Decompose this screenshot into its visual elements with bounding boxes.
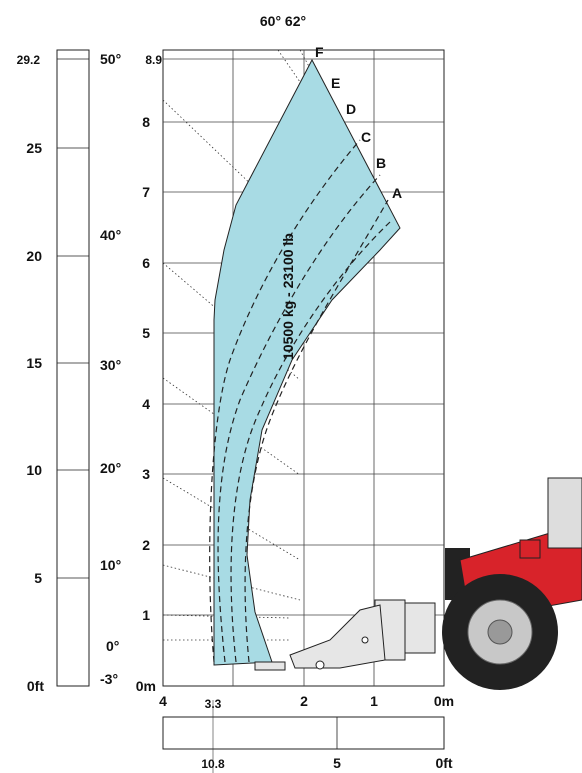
load-capacity-label: 10500 kg - 23100 lb: [280, 233, 296, 360]
ft-tick-15: 15: [26, 355, 42, 371]
y-tick-1: 1: [142, 607, 150, 623]
boom-point-b: B: [376, 155, 386, 171]
angle-tick-30: 30°: [100, 357, 121, 373]
ft-tick-0: 0ft: [27, 678, 44, 694]
angle-ticks: -3° 0° 10° 20° 30° 40° 50°: [100, 51, 121, 687]
y-tick-3: 3: [142, 466, 150, 482]
angle-tick-neg3: -3°: [100, 671, 118, 687]
main-chart-frame: [162, 49, 445, 687]
angle-tick-10: 10°: [100, 557, 121, 573]
telehandler-illustration: [442, 477, 582, 690]
load-envelope: [213, 58, 401, 666]
y-tick-8: 8: [142, 114, 150, 130]
ft-x-tick-0: 0ft: [435, 755, 452, 771]
x-tick-0m: 0m: [434, 693, 454, 709]
y-axis-m-ticks: 0m 1 2 3 4 5 6 7 8 8.9: [136, 53, 163, 694]
top-angle-label: 60° 62°: [260, 13, 306, 29]
y-tick-5: 5: [142, 325, 150, 341]
angle-tick-40: 40°: [100, 227, 121, 243]
ft-scale-column: [56, 49, 90, 687]
angle-tick-0: 0°: [106, 638, 119, 654]
y-tick-8-9: 8.9: [145, 53, 162, 67]
fork-carriage-illustration: [254, 599, 436, 671]
ft-x-tick-10-8: 10.8: [201, 757, 225, 771]
boom-point-a: A: [392, 185, 402, 201]
boom-point-c: C: [361, 129, 371, 145]
boom-point-e: E: [331, 75, 340, 91]
y-tick-4: 4: [142, 396, 150, 412]
y-tick-6: 6: [142, 255, 150, 271]
ft-x-tick-5: 5: [333, 755, 341, 771]
x-axis-ft-ticks: 10.8 5 0ft: [201, 755, 453, 771]
x-axis-m-ticks: 4 3.3 2 1 0m: [159, 693, 454, 711]
boom-point-labels: A B C D E F: [315, 44, 402, 201]
x-tick-2: 2: [300, 693, 308, 709]
angle-tick-50: 50°: [100, 51, 121, 67]
x-tick-4: 4: [159, 693, 167, 709]
y-tick-0m: 0m: [136, 678, 156, 694]
ft-tick-5: 5: [34, 570, 42, 586]
ft-tick-25: 25: [26, 140, 42, 156]
boom-arcs: [209, 139, 391, 663]
ft-horizontal-scale: [162, 716, 445, 750]
boom-point-d: D: [346, 101, 356, 117]
boom-point-f: F: [315, 44, 324, 60]
ft-tick-10: 10: [26, 462, 42, 478]
ft-tick-20: 20: [26, 248, 42, 264]
x-tick-1: 1: [370, 693, 378, 709]
y-axis-ft-ticks: 0ft 5 10 15 20 25 29.2: [17, 53, 89, 694]
y-tick-7: 7: [142, 184, 150, 200]
angle-tick-20: 20°: [100, 460, 121, 476]
ft-tick-29-2: 29.2: [17, 53, 41, 67]
y-tick-2: 2: [142, 537, 150, 553]
